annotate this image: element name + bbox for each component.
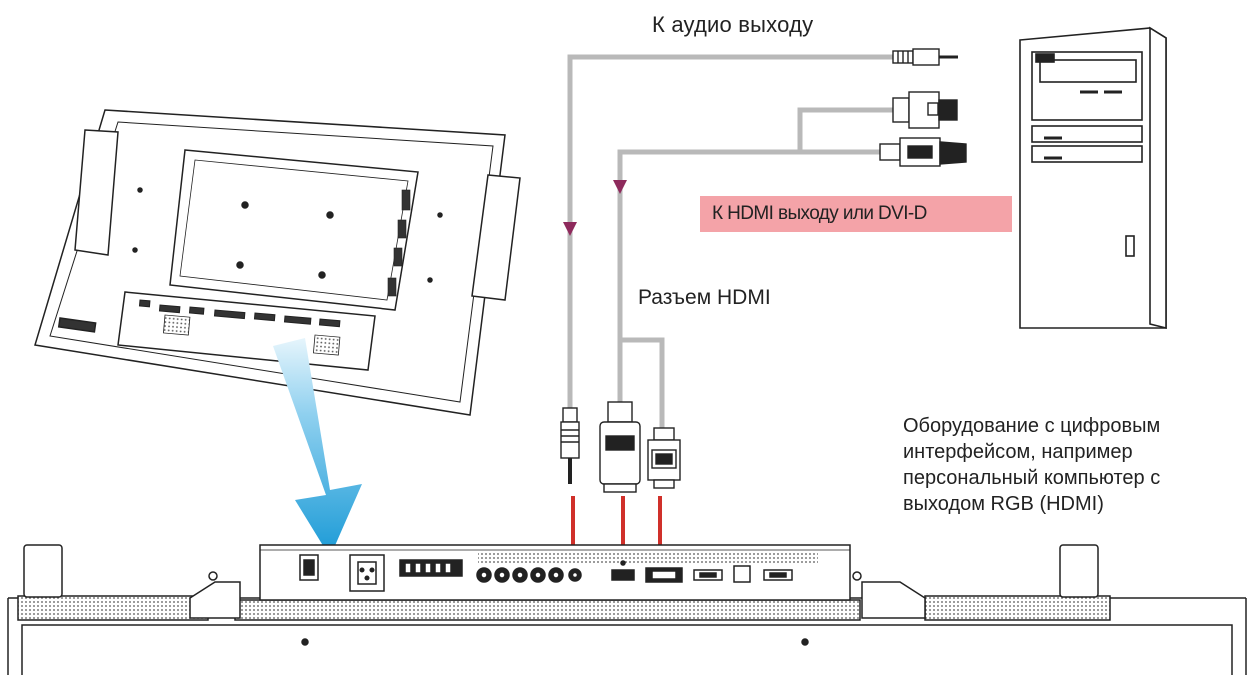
display-rear-panel xyxy=(7,544,1247,675)
cable-direction-markers xyxy=(563,180,627,236)
hdmi-plug-icon xyxy=(879,137,967,167)
equipment-line-3: персональный компьютер с xyxy=(903,467,1161,489)
computer-tower-icon xyxy=(1019,26,1167,330)
label-audio-output: К аудио выходу xyxy=(652,12,814,37)
dvi-plug-icon xyxy=(892,91,958,129)
equipment-line-2: интерфейсом, например xyxy=(903,441,1133,463)
label-hdmi-dvi-output: К HDMI выходу или DVI-D xyxy=(700,196,1012,232)
equipment-line-4: выходом RGB (HDMI) xyxy=(903,493,1104,515)
hdmi-plug-icon xyxy=(599,401,641,493)
down-arrow-icon xyxy=(273,338,362,557)
audio-jack-icon xyxy=(560,407,580,484)
audio-jack-icon xyxy=(892,48,958,66)
cables xyxy=(567,54,893,428)
label-equipment-description: Оборудование с цифровым интерфейсом, нап… xyxy=(903,413,1248,517)
dvi-plug-icon xyxy=(647,427,681,489)
display-icon xyxy=(34,109,521,416)
label-hdmi-connector: Разъем HDMI xyxy=(638,286,771,309)
equipment-line-1: Оборудование с цифровым xyxy=(903,415,1161,437)
